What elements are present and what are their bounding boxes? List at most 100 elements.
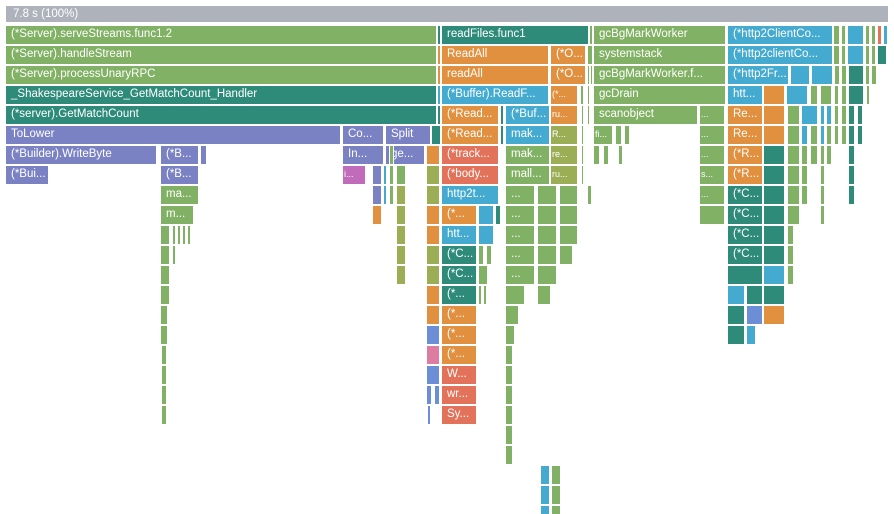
flame-frame[interactable] <box>787 105 800 125</box>
flame-frame[interactable] <box>841 125 847 145</box>
flame-frame[interactable] <box>787 245 794 265</box>
flame-frame[interactable] <box>426 325 440 345</box>
flame-frame[interactable] <box>478 245 484 265</box>
flame-frame[interactable]: htt... <box>441 225 477 245</box>
flame-frame[interactable]: (*body... <box>441 165 499 185</box>
flame-frame[interactable] <box>372 165 382 185</box>
flame-frame[interactable]: mall... <box>505 165 550 185</box>
flame-frame[interactable] <box>587 185 592 205</box>
flame-frame[interactable] <box>505 385 513 405</box>
flame-frame[interactable]: (*... <box>441 345 477 365</box>
flame-frame[interactable] <box>763 125 785 145</box>
flame-frame[interactable]: ma... <box>160 185 199 205</box>
flame-frame[interactable]: (*Bui... <box>5 165 49 185</box>
flame-frame[interactable] <box>483 285 487 305</box>
flame-frame[interactable] <box>478 205 494 225</box>
flame-frame[interactable] <box>437 65 441 85</box>
flame-frame[interactable] <box>848 105 855 125</box>
flame-frame[interactable] <box>857 125 863 145</box>
flame-frame[interactable]: (*Server).serveStreams.func1.2 <box>5 25 437 45</box>
flame-frame[interactable]: (*... <box>441 325 477 345</box>
flame-frame[interactable]: m... <box>160 205 194 225</box>
flame-frame[interactable] <box>426 205 440 225</box>
flame-frame[interactable]: (*Buffer).ReadF... <box>441 85 549 105</box>
flame-frame[interactable] <box>426 145 440 165</box>
flame-frame[interactable] <box>848 125 855 145</box>
flame-frame[interactable] <box>848 185 855 205</box>
flame-frame[interactable] <box>746 285 763 305</box>
flame-frame[interactable] <box>763 205 785 225</box>
flame-frame[interactable] <box>396 205 406 225</box>
flame-frame[interactable] <box>172 245 176 265</box>
flame-frame[interactable]: wr... <box>441 385 477 405</box>
flame-frame[interactable] <box>865 65 870 85</box>
flame-frame[interactable] <box>847 45 864 65</box>
flame-frame[interactable] <box>505 425 513 445</box>
flame-frame[interactable] <box>820 85 832 105</box>
flame-frame[interactable] <box>865 45 870 65</box>
flame-frame[interactable] <box>883 25 888 45</box>
flame-frame[interactable]: (*C... <box>727 225 763 245</box>
flame-frame[interactable] <box>505 285 525 305</box>
flame-frame[interactable]: systemstack <box>593 45 726 65</box>
flame-frame[interactable] <box>177 225 181 245</box>
flame-frame[interactable]: (*R... <box>727 145 763 165</box>
flame-frame[interactable] <box>580 85 584 105</box>
flame-frame[interactable] <box>389 145 394 165</box>
flame-frame[interactable] <box>200 145 207 165</box>
flame-frame[interactable] <box>396 225 406 245</box>
flame-frame[interactable] <box>161 345 167 365</box>
flame-frame[interactable] <box>426 265 440 285</box>
flame-frame[interactable] <box>590 65 593 85</box>
flame-frame[interactable] <box>833 25 840 45</box>
flame-frame[interactable]: (*C... <box>441 245 477 265</box>
flame-frame[interactable] <box>160 245 170 265</box>
flame-frame[interactable] <box>834 125 839 145</box>
flame-frame[interactable] <box>801 105 818 125</box>
flame-frame[interactable] <box>810 125 818 145</box>
flame-frame[interactable] <box>160 285 170 305</box>
flame-frame[interactable]: ... <box>505 265 535 285</box>
flame-frame[interactable] <box>537 245 557 265</box>
flame-frame[interactable]: (*Read... <box>441 105 499 125</box>
flame-frame[interactable]: readAll <box>441 65 549 85</box>
flame-frame[interactable] <box>811 65 833 85</box>
flame-frame[interactable] <box>871 65 877 85</box>
flame-frame[interactable] <box>763 225 785 245</box>
flame-frame[interactable]: Re... <box>727 105 763 125</box>
flame-frame[interactable] <box>826 125 832 145</box>
flame-frame[interactable] <box>866 85 870 105</box>
flame-frame[interactable]: mak... <box>505 145 550 165</box>
flame-frame[interactable] <box>820 145 825 165</box>
flame-frame[interactable]: ... <box>699 105 725 125</box>
flame-frame[interactable] <box>787 225 794 245</box>
flame-frame[interactable]: (*... <box>441 285 477 305</box>
total-duration-header[interactable]: 7.8 s (100%) <box>5 5 889 23</box>
flame-frame[interactable] <box>790 65 810 85</box>
flame-frame[interactable]: (*... <box>441 305 477 325</box>
flame-frame[interactable] <box>841 105 847 125</box>
flame-frame[interactable] <box>160 305 168 325</box>
flame-frame[interactable] <box>505 445 513 465</box>
flame-frame[interactable]: i... <box>342 165 366 185</box>
flame-frame[interactable]: (*C... <box>727 185 763 205</box>
flame-frame[interactable]: _ShakespeareService_GetMatchCount_Handle… <box>5 85 437 105</box>
flame-frame[interactable] <box>427 405 431 425</box>
flame-frame[interactable] <box>587 45 593 65</box>
flame-frame[interactable]: (*track... <box>441 145 499 165</box>
flame-frame[interactable] <box>161 385 167 405</box>
flame-frame[interactable]: gcBgMarkWorker.f... <box>593 65 726 85</box>
flame-frame[interactable]: (*C... <box>727 245 763 265</box>
flame-frame[interactable] <box>865 25 870 45</box>
flame-frame[interactable] <box>810 85 818 105</box>
flame-frame[interactable] <box>727 325 745 345</box>
flame-frame[interactable]: Split <box>385 125 431 145</box>
flame-frame[interactable] <box>383 185 387 205</box>
flame-frame[interactable]: gcDrain <box>593 85 726 105</box>
flame-frame[interactable] <box>160 265 170 285</box>
flame-frame[interactable]: ToLower <box>5 125 341 145</box>
flame-frame[interactable] <box>478 265 488 285</box>
flame-frame[interactable]: (*O... <box>550 65 586 85</box>
flame-frame[interactable] <box>871 45 876 65</box>
